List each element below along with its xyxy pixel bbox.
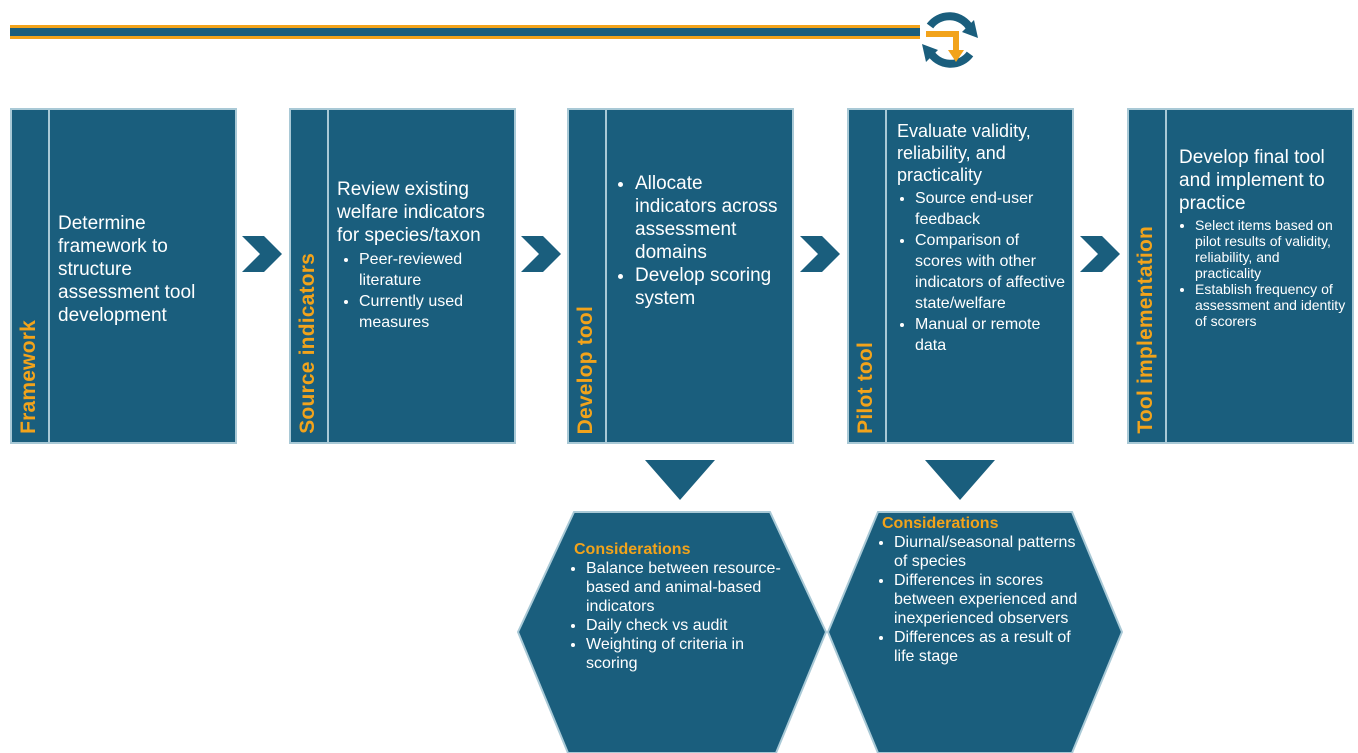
step-label-pilot-tool: Pilot tool [854,342,877,434]
considerations-develop-tool: Considerations Balance between resource-… [516,510,828,753]
step-framework: Framework Determine framework to structu… [10,108,237,444]
list-item: Daily check vs audit [586,616,784,635]
hexagon-shape [826,511,1124,753]
step-tool-implementation: Tool implementation Develop final tool a… [1127,108,1354,444]
step-label-framework: Framework [17,320,40,434]
hexagon-shape [516,511,828,753]
chevron-right-icon [521,236,561,272]
considerations-title: Considerations [882,515,999,532]
top-timeline-bar [10,25,920,39]
list-item: Diurnal/seasonal patterns of species [894,533,1082,571]
considerations-pilot-tool: Considerations Diurnal/seasonal patterns… [826,510,1124,753]
list-item: Peer-reviewed literature [359,249,508,291]
step-label-tool-implementation: Tool implementation [1134,226,1157,434]
list-item: Differences in scores between experience… [894,571,1082,628]
step-heading: Evaluate validity, reliability, and prac… [897,121,1031,185]
cycle-arrows-icon [922,12,978,68]
step-develop-tool: Develop tool Allocate indicators across … [567,108,794,444]
list-item: Source end-user feedback [915,188,1066,230]
list-item: Currently used measures [359,291,508,333]
list-item: Differences as a result of life stage [894,628,1082,666]
chevron-right-icon [242,236,282,272]
list-item: Manual or remote data [915,314,1066,356]
step-label-source-indicators: Source indicators [296,253,319,434]
step-pilot-tool: Pilot tool Evaluate validity, reliabilit… [847,108,1074,444]
chevron-right-icon [800,236,840,272]
list-item: Weighting of criteria in scoring [586,635,784,673]
list-item: Comparison of scores with other indicato… [915,230,1066,314]
considerations-title: Considerations [574,541,691,558]
list-item: Develop scoring system [635,264,786,310]
chevron-right-icon [1080,236,1120,272]
triangle-down-icon [925,460,995,500]
step-heading: Review existing welfare indicators for s… [337,179,485,246]
step-heading: Develop final tool and implement to prac… [1179,147,1325,214]
list-item: Allocate indicators across assessment do… [635,172,786,264]
step-source-indicators: Source indicators Review existing welfar… [289,108,516,444]
list-item: Balance between resource-based and anima… [586,559,784,616]
list-item: Select items based on pilot results of v… [1195,217,1346,281]
step-label-develop-tool: Develop tool [574,305,597,434]
step-heading: Determine framework to structure assessm… [58,213,196,326]
list-item: Establish frequency of assessment and id… [1195,281,1346,329]
triangle-down-icon [645,460,715,500]
